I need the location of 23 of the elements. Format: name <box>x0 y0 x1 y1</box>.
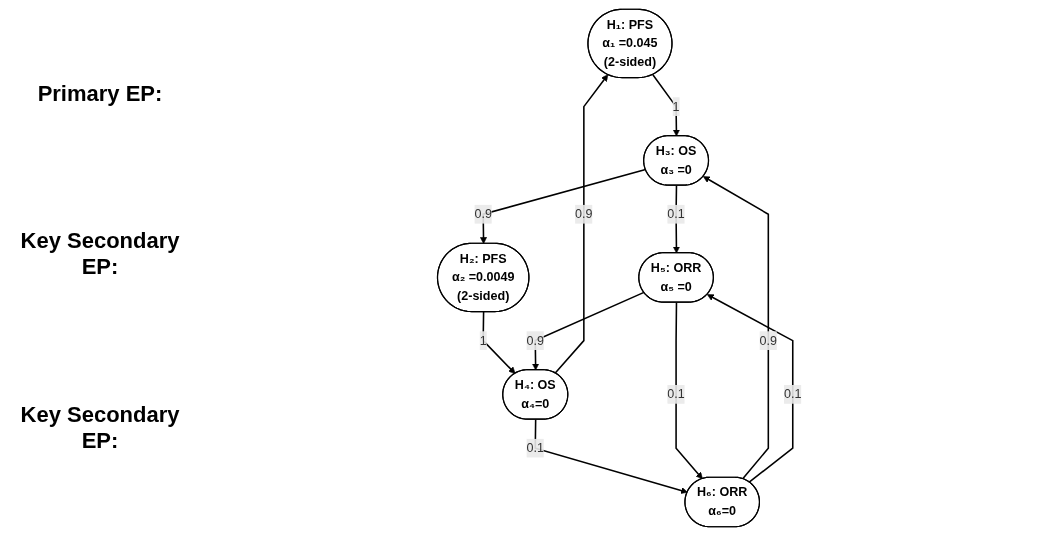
arrow <box>703 175 770 480</box>
arrow <box>482 310 516 374</box>
edge-label: 0.9 <box>575 206 593 220</box>
edge-label: 0.1 <box>667 206 685 220</box>
edge-label: 1 <box>479 333 487 347</box>
edge-label: 0.9 <box>526 333 545 347</box>
arrow <box>480 168 647 244</box>
edge-label: 0.1 <box>667 386 685 401</box>
arrow <box>675 301 703 479</box>
row-label: Key Secondary EP: <box>19 402 181 455</box>
row-label: Primary EP: <box>36 80 164 107</box>
edge-label: 1 <box>672 99 680 113</box>
row-label: Key Secondary EP: <box>19 228 181 281</box>
arrow <box>532 291 645 370</box>
edge-label: 0.1 <box>784 386 802 401</box>
edge-label: 0.1 <box>526 440 545 454</box>
arrow <box>672 184 680 253</box>
edge-label: 0.9 <box>474 206 492 220</box>
arrow <box>554 73 609 374</box>
arrow <box>652 73 680 136</box>
arrow <box>706 293 794 483</box>
edge-label: 0.9 <box>759 333 778 347</box>
arrow <box>534 418 688 494</box>
